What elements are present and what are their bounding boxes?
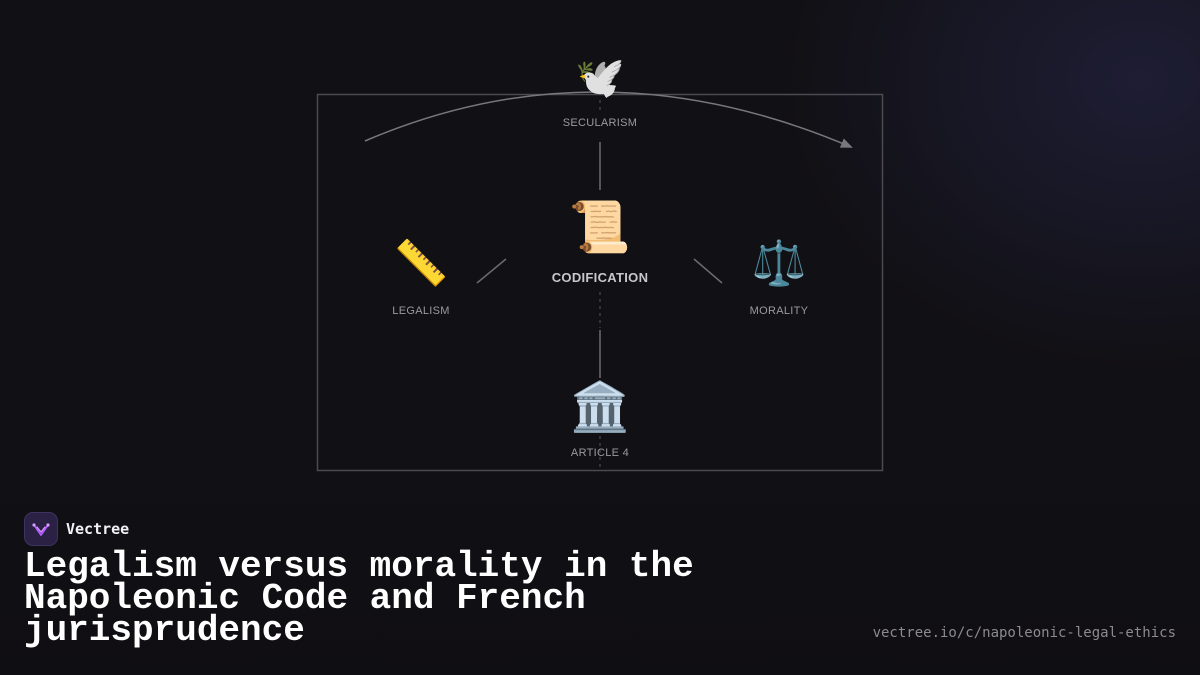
- classical-building-icon: 🏛️: [570, 381, 630, 434]
- scroll-icon: 📜: [568, 199, 632, 255]
- scales-icon: ⚖️: [751, 239, 807, 288]
- dove-icon: 🕊️: [575, 56, 625, 100]
- brand-name: Vectree: [66, 520, 130, 538]
- node-label-morality: MORALITY: [749, 305, 809, 317]
- diagram-frame: [316, 93, 884, 472]
- connector-left-center: [476, 258, 507, 284]
- vectree-logo-icon: [24, 512, 58, 546]
- bottom-shade: [0, 470, 1200, 675]
- connector-right-center: [693, 258, 723, 284]
- brand[interactable]: Vectree: [24, 512, 129, 546]
- node-label-legalism: LEGALISM: [392, 305, 450, 317]
- page-url[interactable]: vectree.io/c/napoleonic-legal-ethics: [872, 625, 1176, 641]
- page-title: Legalism versus morality in the Napoleon…: [24, 546, 694, 651]
- ruler-icon: 📏: [393, 239, 449, 288]
- secularism-arc-arrow: [364, 91, 853, 148]
- node-label-secularism: SECULARISM: [562, 117, 638, 129]
- node-label-article-4: ARTICLE 4: [570, 447, 630, 459]
- node-label-codification: CODIFICATION: [551, 270, 649, 285]
